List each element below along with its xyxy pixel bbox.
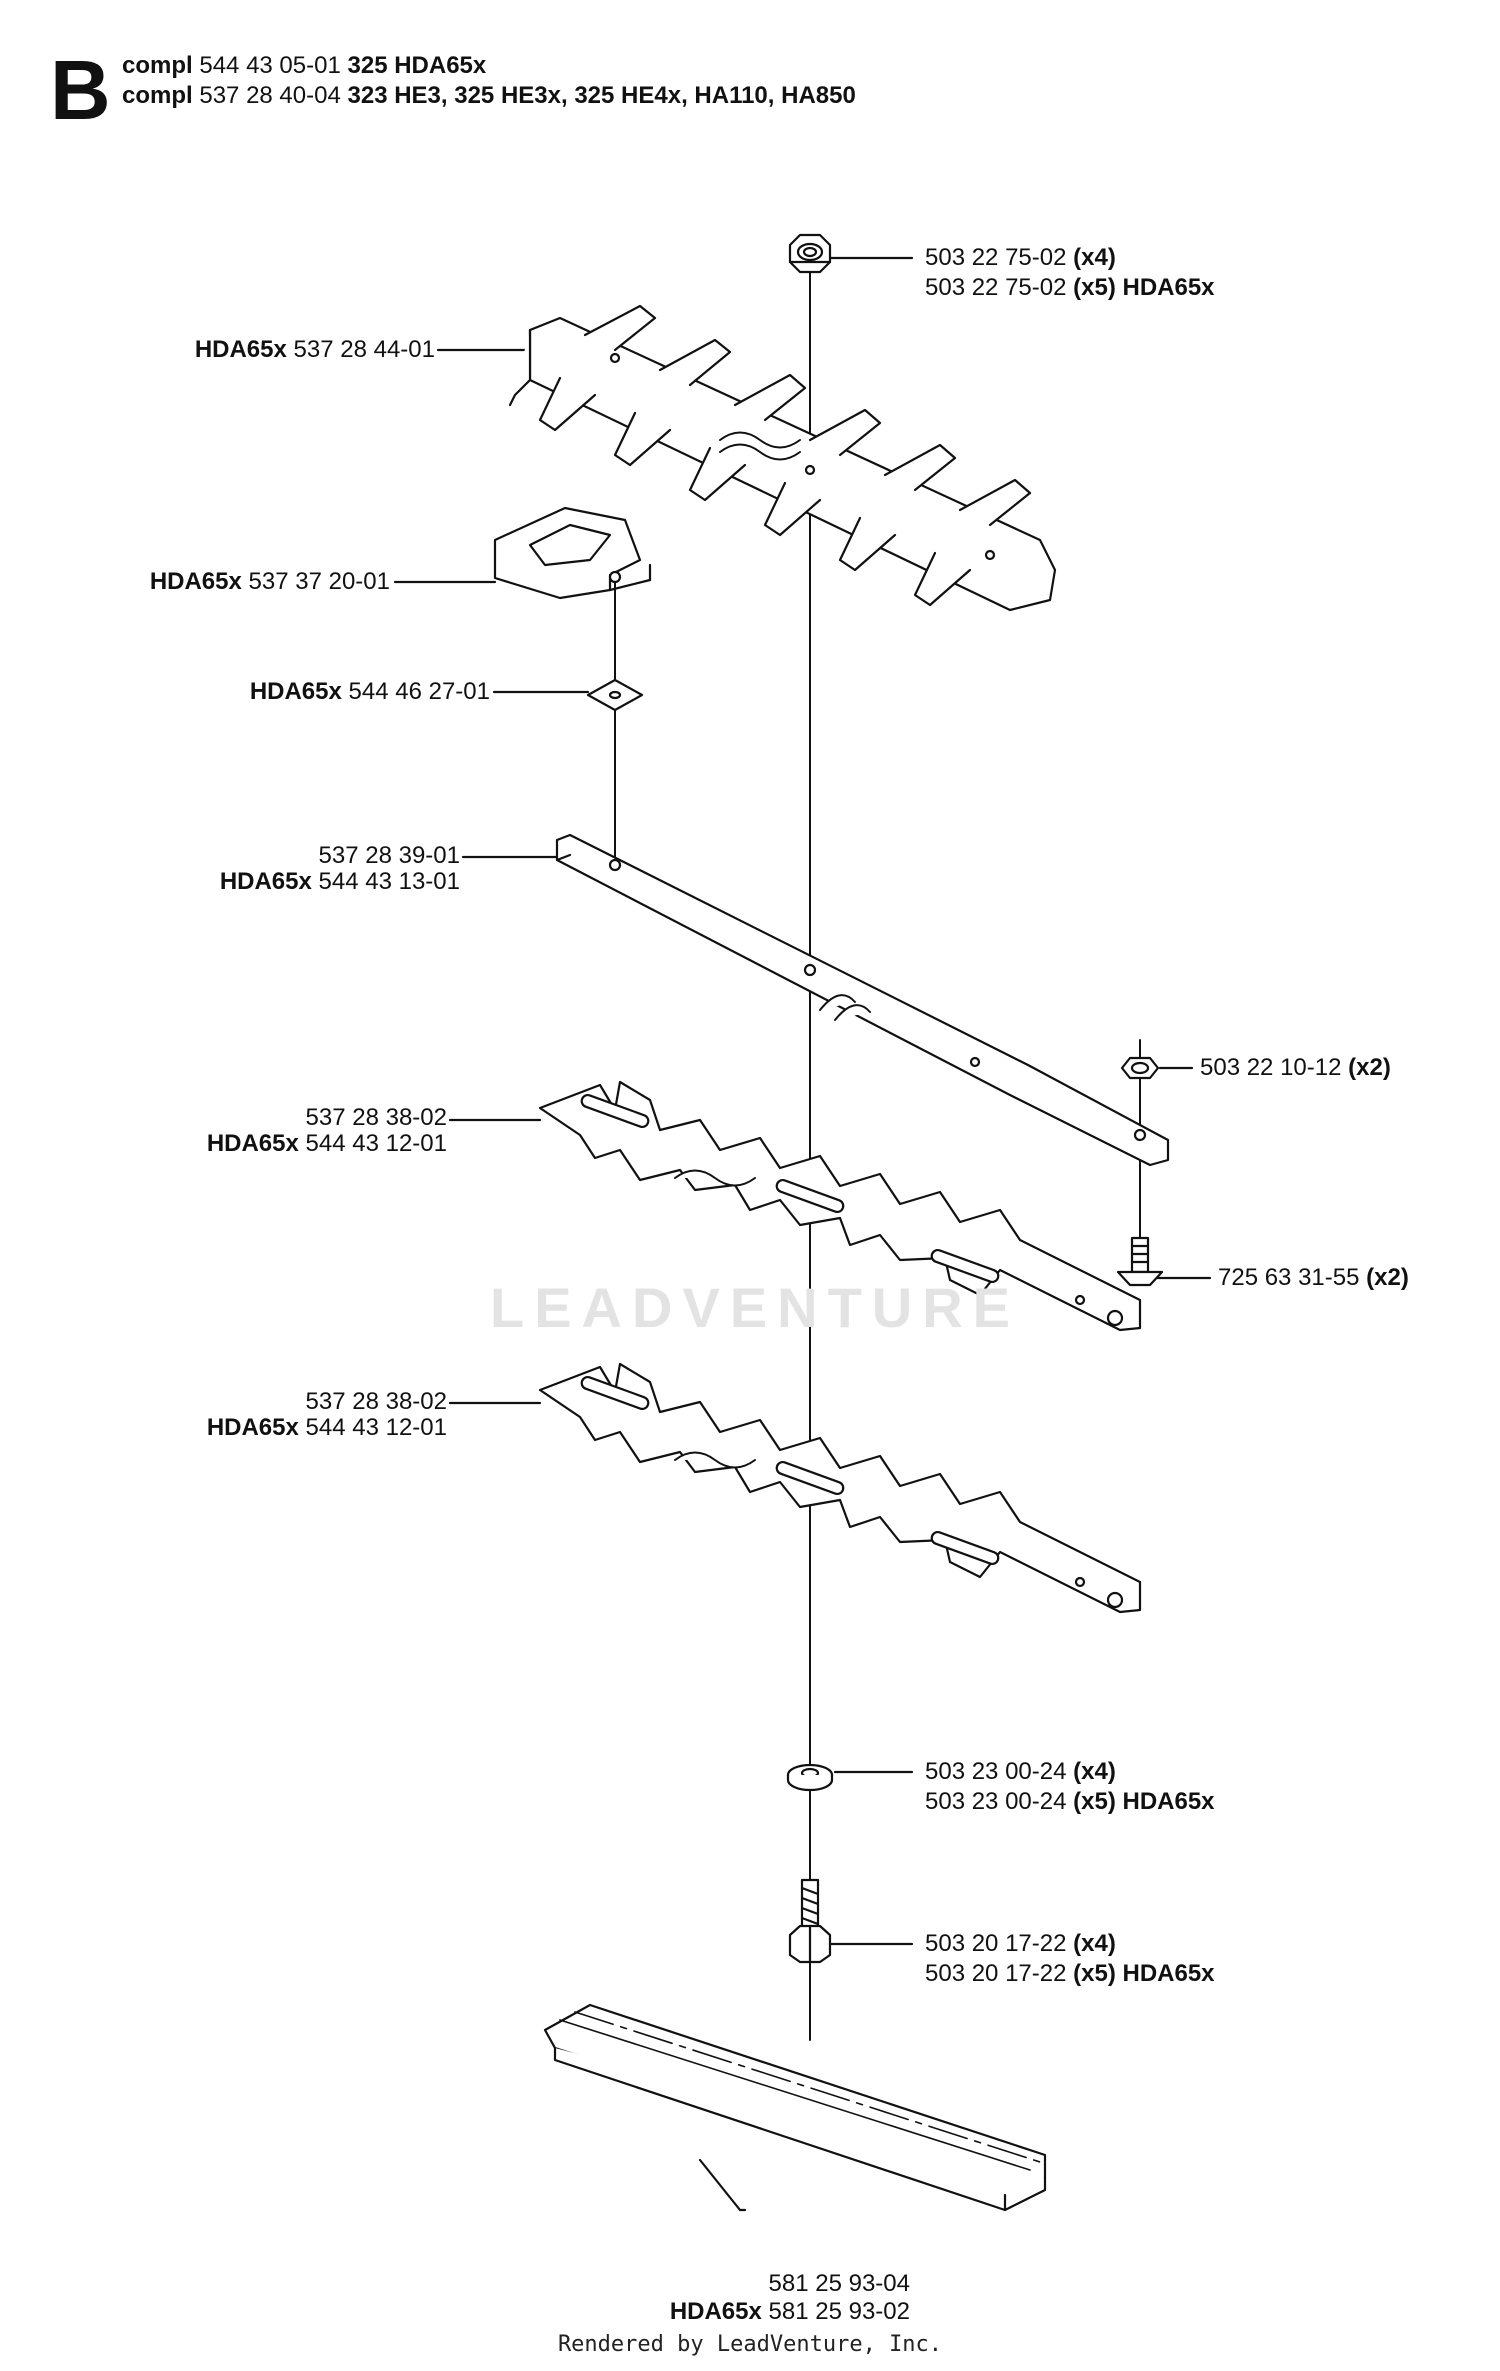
quantity: (x4) bbox=[1073, 1930, 1116, 1957]
part-number: 537 28 38-02 bbox=[305, 1104, 447, 1131]
callout-nut-top-line-2: 503 22 75-02 (x5) HDA65x bbox=[925, 276, 1215, 300]
part-number: 537 37 20-01 bbox=[248, 568, 390, 595]
quantity: (x4) bbox=[1073, 244, 1116, 271]
callout-bolt-line-2: 503 20 17-22 (x5) HDA65x bbox=[925, 1962, 1215, 1986]
header-1-models: 325 HDA65x bbox=[347, 52, 487, 79]
hex-bolt bbox=[788, 1878, 832, 1964]
part-number: 581 25 93-04 bbox=[768, 2270, 910, 2297]
part-number: 503 22 10-12 bbox=[1200, 1054, 1342, 1081]
quantity: (x5) HDA65x bbox=[1073, 274, 1215, 301]
part-number: 503 22 75-02 bbox=[925, 244, 1067, 271]
callout-blade-2-line-2: HDA65x 544 43 12-01 bbox=[207, 1416, 447, 1440]
callout-bar-line-2: HDA65x 544 43 13-01 bbox=[220, 870, 460, 894]
callout-blade-1-line-2: HDA65x 544 43 12-01 bbox=[207, 1132, 447, 1156]
part-number: 537 28 38-02 bbox=[305, 1388, 447, 1415]
flange-nut-top bbox=[788, 233, 832, 274]
callout-upper-blade: HDA65x 537 28 44-01 bbox=[195, 338, 435, 362]
blade-guard-shape bbox=[543, 2003, 1047, 2212]
part-number: 537 28 39-01 bbox=[318, 842, 460, 869]
part-number: 544 43 12-01 bbox=[305, 1130, 447, 1157]
callout-nut-top-line-1: 503 22 75-02 (x4) bbox=[925, 246, 1116, 270]
header-line-2: compl 537 28 40-04 323 HE3, 325 HE3x, 32… bbox=[122, 84, 856, 108]
callout-guard-line-1: 581 25 93-04 bbox=[769, 2272, 910, 2296]
guide-plate-shape bbox=[493, 506, 652, 600]
model: HDA65x bbox=[219, 868, 312, 895]
quantity: (x2) bbox=[1348, 1054, 1391, 1081]
header-1-part: 544 43 05-01 bbox=[199, 52, 341, 79]
toothed-blade-2-shape bbox=[538, 1362, 1142, 1614]
part-number: 581 25 93-02 bbox=[768, 2298, 910, 2325]
callout-blade-2-line-1: 537 28 38-02 bbox=[306, 1390, 447, 1414]
part-number: 503 23 00-24 bbox=[925, 1758, 1067, 1785]
header-2-prefix: compl bbox=[122, 82, 193, 109]
callout-bottom-washer-line-1: 503 23 00-24 (x4) bbox=[925, 1760, 1116, 1784]
watermark-text: LEADVENTURE bbox=[490, 1276, 1021, 1339]
part-number: 544 43 13-01 bbox=[318, 868, 460, 895]
callout-small-washer: HDA65x 544 46 27-01 bbox=[250, 680, 490, 704]
header-2-part: 537 28 40-04 bbox=[199, 82, 341, 109]
quantity: (x4) bbox=[1073, 1758, 1116, 1785]
part-number: 503 20 17-22 bbox=[925, 1930, 1067, 1957]
model: HDA65x bbox=[149, 568, 242, 595]
callout-bar-line-1: 537 28 39-01 bbox=[319, 844, 460, 868]
part-number: 503 20 17-22 bbox=[925, 1960, 1067, 1987]
footer-credit: Rendered by LeadVenture, Inc. bbox=[557, 2332, 943, 2357]
callout-screw: 725 63 31-55 (x2) bbox=[1218, 1266, 1409, 1290]
quantity: (x5) HDA65x bbox=[1073, 1960, 1215, 1987]
small-nut-right bbox=[1120, 1056, 1160, 1080]
callout-guide-plate: HDA65x 537 37 20-01 bbox=[150, 570, 390, 594]
part-number: 544 43 12-01 bbox=[305, 1414, 447, 1441]
part-number: 537 28 44-01 bbox=[293, 336, 435, 363]
part-number: 503 22 75-02 bbox=[925, 274, 1067, 301]
part-number: 503 23 00-24 bbox=[925, 1788, 1067, 1815]
model: HDA65x bbox=[206, 1414, 299, 1441]
header-1-prefix: compl bbox=[122, 52, 193, 79]
part-number: 725 63 31-55 bbox=[1218, 1264, 1360, 1291]
countersunk-screw bbox=[1116, 1236, 1164, 1287]
quantity: (x2) bbox=[1366, 1264, 1409, 1291]
model: HDA65x bbox=[669, 2298, 762, 2325]
header-2-models: 323 HE3, 325 HE3x, 325 HE4x, HA110, HA85… bbox=[347, 82, 856, 109]
toothed-blade-1-shape bbox=[538, 1080, 1142, 1332]
model: HDA65x bbox=[206, 1130, 299, 1157]
bottom-washer bbox=[786, 1763, 834, 1792]
small-square-washer bbox=[586, 678, 644, 712]
part-number: 544 46 27-01 bbox=[348, 678, 490, 705]
flat-bar-shape bbox=[555, 833, 1170, 1167]
callout-bottom-washer-line-2: 503 23 00-24 (x5) HDA65x bbox=[925, 1790, 1215, 1814]
callout-bolt-line-1: 503 20 17-22 (x4) bbox=[925, 1932, 1116, 1956]
callout-blade-1-line-1: 537 28 38-02 bbox=[306, 1106, 447, 1130]
callout-guard-line-2: HDA65x 581 25 93-02 bbox=[670, 2300, 910, 2324]
header-line-1: compl 544 43 05-01 325 HDA65x bbox=[122, 54, 486, 78]
quantity: (x5) HDA65x bbox=[1073, 1788, 1215, 1815]
leader-guard bbox=[698, 2158, 742, 2212]
upper-blade-shape bbox=[508, 304, 1057, 612]
callout-small-nut: 503 22 10-12 (x2) bbox=[1200, 1056, 1391, 1080]
section-letter: B bbox=[50, 43, 111, 137]
model: HDA65x bbox=[194, 336, 287, 363]
model: HDA65x bbox=[249, 678, 342, 705]
